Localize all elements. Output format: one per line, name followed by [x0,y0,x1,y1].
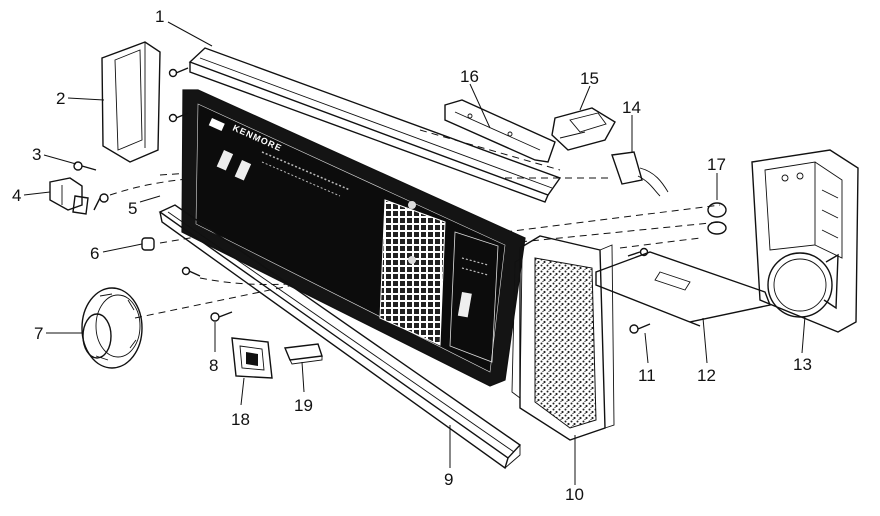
screw-panel-right [627,247,649,257]
mounting-bracket [444,99,556,163]
callout-7: 7 [34,324,43,343]
control-panel: KENMORE [181,89,526,387]
callout-17: 17 [707,155,726,174]
callout-10: 10 [565,485,584,504]
left-end-cap [101,41,161,163]
bracket-clip [49,177,89,215]
callout-labels: 1 2 3 4 5 6 7 8 9 10 11 12 13 14 15 16 1… [12,7,812,504]
callout-4: 4 [12,186,21,205]
callout-16: 16 [460,67,479,86]
callout-2: 2 [56,89,65,108]
switch-insert [283,343,323,365]
screw-3 [73,161,97,171]
switch-block [551,107,616,151]
screw-8 [210,311,233,322]
callout-15: 15 [580,69,599,88]
timer-motor [751,149,859,333]
nut-6 [141,237,155,251]
screw-cap-lower [168,112,189,123]
callout-8: 8 [209,356,218,375]
callout-18: 18 [231,410,250,429]
callout-5: 5 [128,199,137,218]
callout-9: 9 [444,470,453,489]
callout-3: 3 [32,145,41,164]
callout-6: 6 [90,244,99,263]
spacers [707,202,727,235]
screw-panel-left [181,266,201,277]
leader-lines [23,21,806,485]
control-knob [81,287,143,369]
callout-12: 12 [697,366,716,385]
rocker-switch [231,337,273,379]
cover-plate [595,251,771,327]
bottom-trim-rail [158,204,522,470]
callout-1: 1 [155,7,164,26]
screw-5 [93,193,109,211]
screws [73,67,651,334]
screw-cap-upper [168,67,189,78]
callout-11: 11 [638,366,656,385]
top-trim-rail [188,47,562,203]
wire-connector [611,151,669,197]
right-grille-cap [511,235,615,441]
callout-14: 14 [622,98,641,117]
screw-11 [629,323,651,334]
callout-19: 19 [294,396,313,415]
callout-13: 13 [793,355,812,374]
